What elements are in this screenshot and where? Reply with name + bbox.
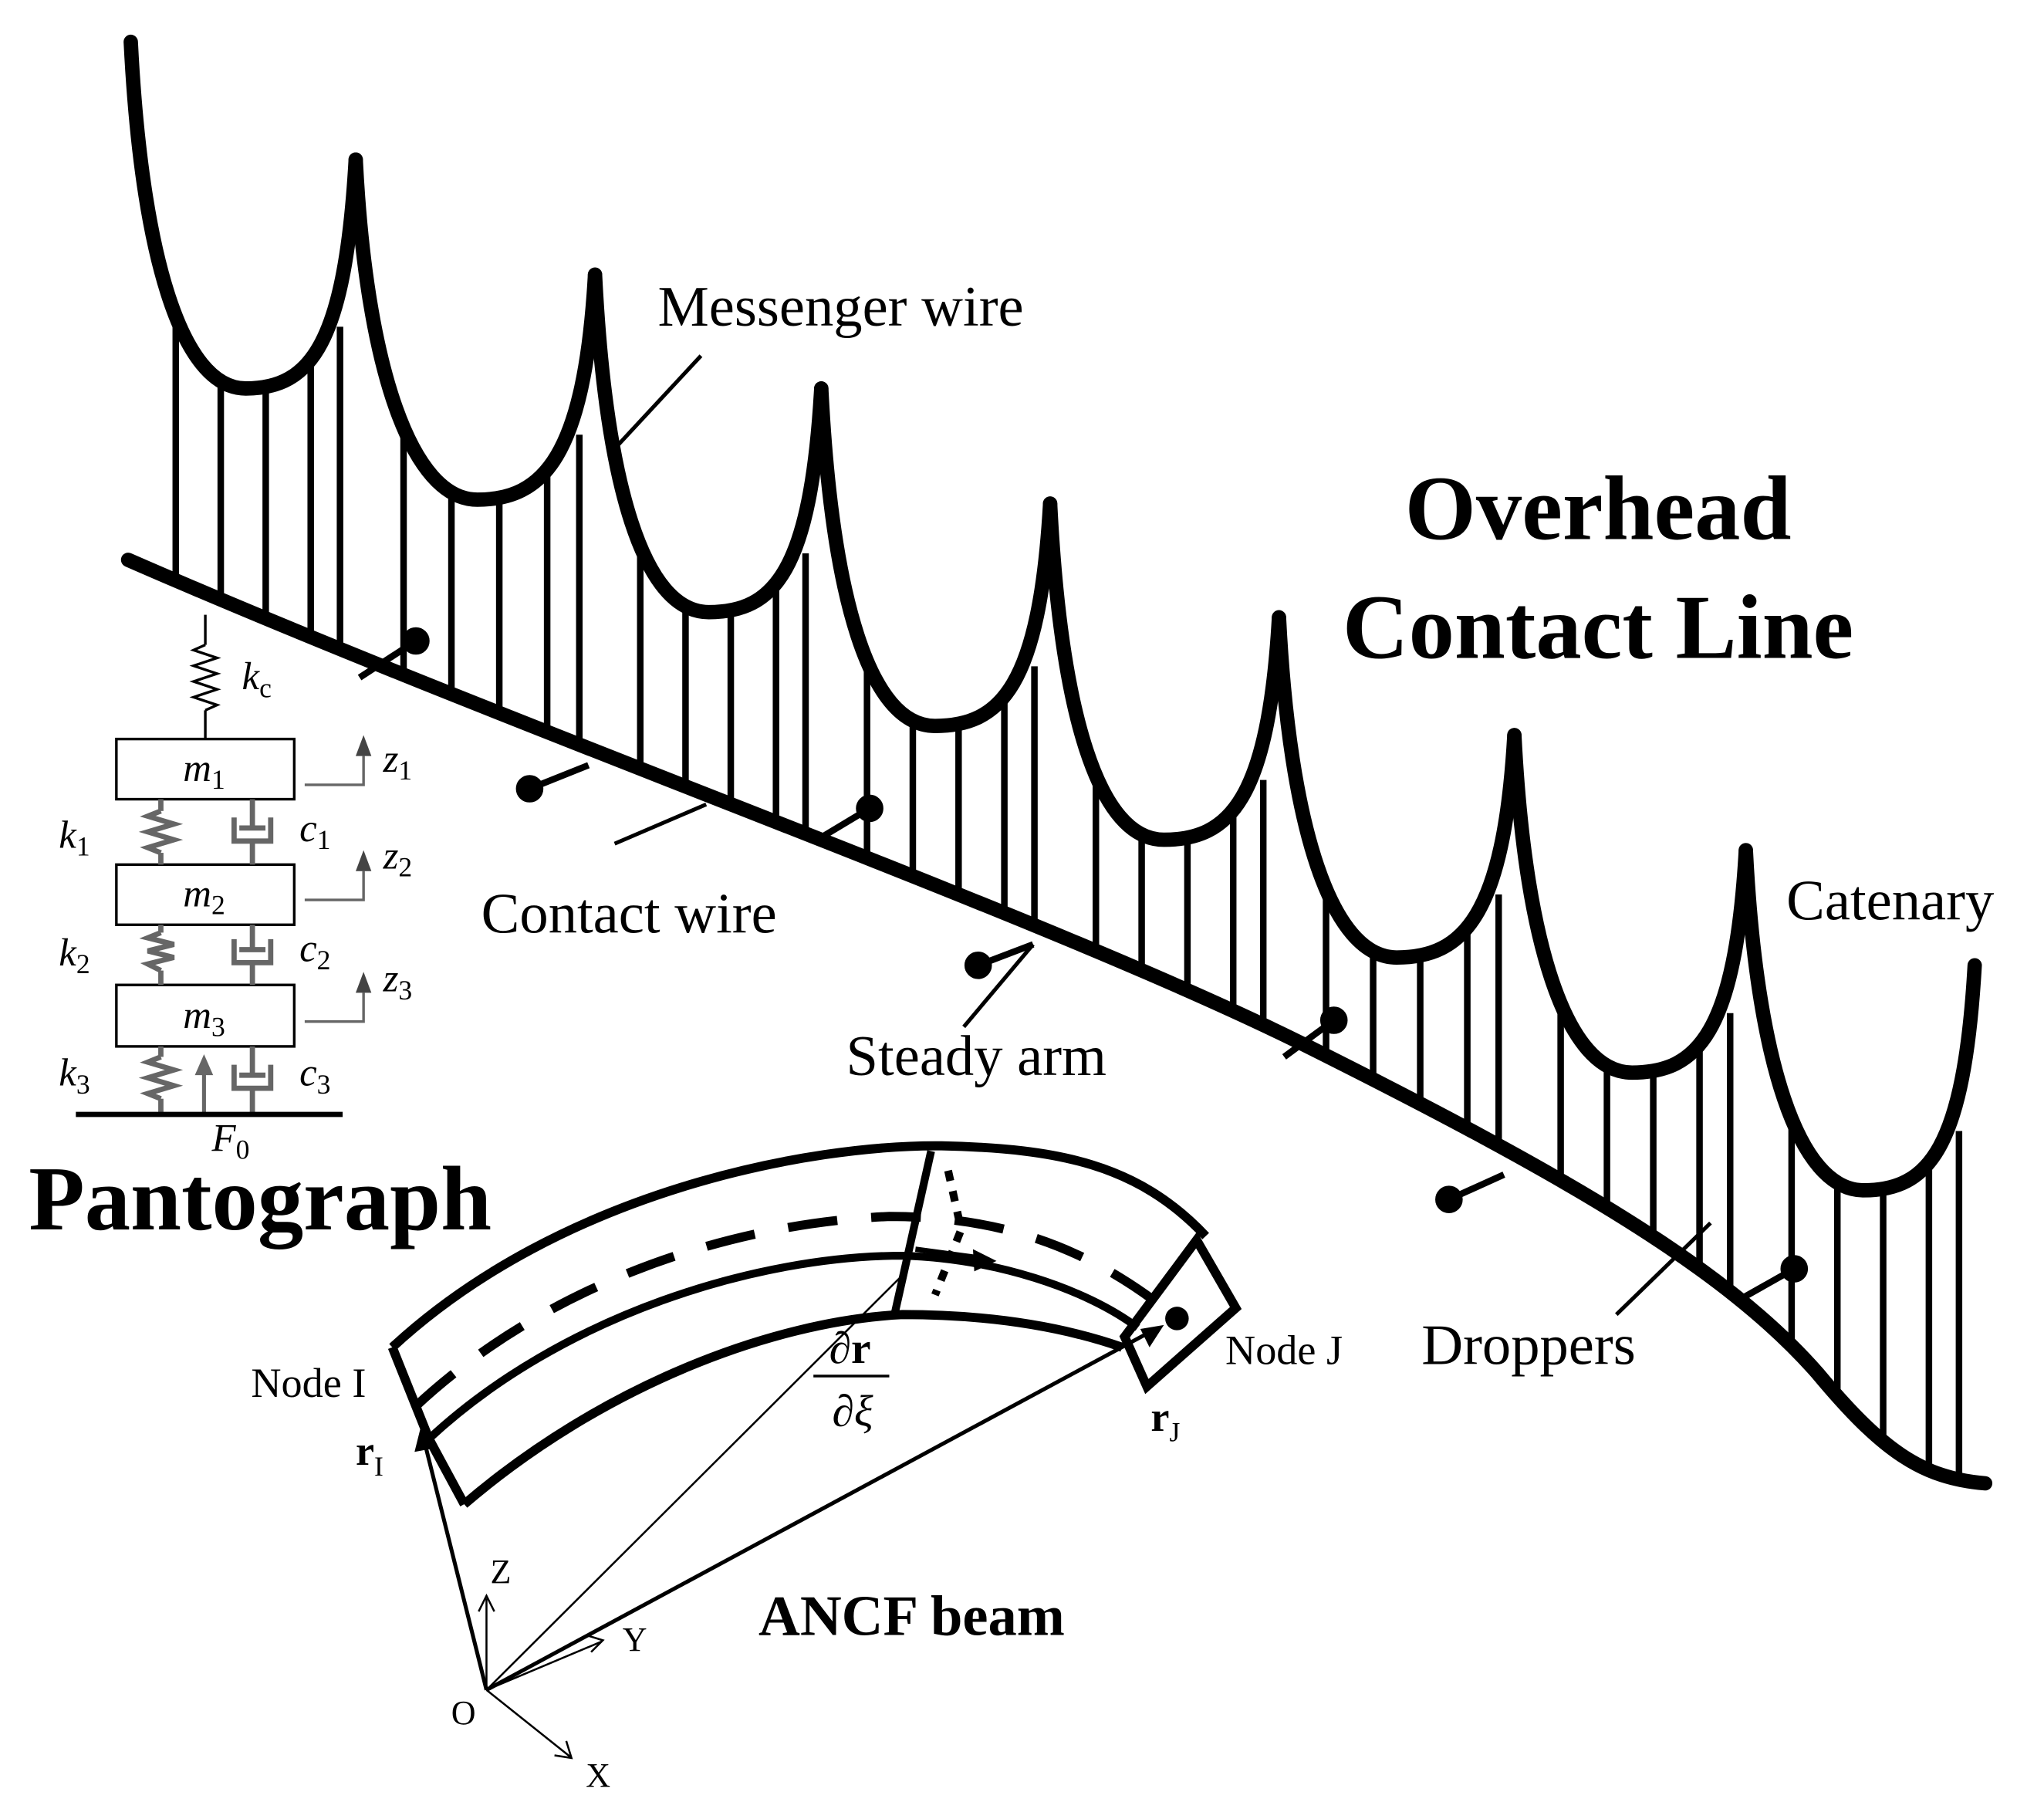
node-i-label: Node I bbox=[251, 1360, 366, 1406]
beam-centerline bbox=[412, 1212, 1181, 1410]
mass-2-box bbox=[115, 863, 296, 926]
messenger-span bbox=[587, 267, 829, 620]
steady-arm-joint bbox=[1319, 1006, 1348, 1034]
mass-3-box bbox=[115, 983, 296, 1048]
droppers-leader bbox=[1615, 1221, 1712, 1317]
messenger-span bbox=[1042, 496, 1286, 847]
messenger-wire bbox=[123, 34, 1982, 1198]
messenger-wire-label: Messenger wire bbox=[657, 276, 1023, 339]
steady-arm-label: Steady arm bbox=[846, 1025, 1106, 1088]
beam-outer-edge bbox=[389, 1141, 1209, 1351]
beam-left-end bbox=[387, 1345, 468, 1506]
z2-marker bbox=[304, 871, 365, 901]
dr-denominator: ∂ξ bbox=[832, 1387, 873, 1435]
spring-k3 bbox=[138, 1046, 184, 1115]
node-j-dot bbox=[1165, 1307, 1189, 1331]
node-j-label: Node J bbox=[1225, 1327, 1343, 1374]
steady-arms bbox=[357, 627, 1809, 1300]
beam-cross-section-dotted bbox=[931, 1169, 965, 1297]
pantograph-title: Pantograph bbox=[29, 1148, 492, 1249]
steady-arm-joint bbox=[1435, 1185, 1463, 1213]
steady-arm-joint bbox=[515, 775, 544, 803]
z1-label: z1 bbox=[383, 737, 413, 786]
messenger-span bbox=[1272, 610, 1522, 965]
messenger-span bbox=[1738, 843, 1982, 1198]
z2-label: z2 bbox=[383, 833, 413, 882]
ancf-beam-label: ANCF beam bbox=[758, 1585, 1065, 1648]
m2-label: m2 bbox=[183, 872, 225, 921]
axis-z-label: Z bbox=[491, 1553, 512, 1591]
steady-arm-joint bbox=[1780, 1255, 1809, 1283]
vector-r-i bbox=[421, 1438, 488, 1691]
damper-c2 bbox=[231, 925, 274, 986]
steady-arm-joint bbox=[964, 952, 992, 979]
damper-c3 bbox=[231, 1046, 274, 1115]
dr-numerator: ∂r bbox=[829, 1324, 871, 1373]
ancf-beam bbox=[387, 1141, 1242, 1760]
vector-to-mid bbox=[485, 1274, 904, 1691]
steady-arm-joint bbox=[856, 794, 883, 823]
axis-x-label: X bbox=[586, 1757, 610, 1794]
c1-label: c1 bbox=[299, 806, 330, 855]
steady-arm-leader bbox=[962, 943, 1035, 1029]
tangent-arrow-head bbox=[972, 1249, 997, 1272]
k1-label: k1 bbox=[59, 813, 90, 861]
steady-arm-joint bbox=[402, 627, 430, 655]
vector-r-j bbox=[485, 1330, 1152, 1692]
z1-marker bbox=[304, 756, 365, 786]
beam-cross-section bbox=[890, 1150, 935, 1316]
c3-label: c3 bbox=[299, 1051, 330, 1100]
spring-k2 bbox=[139, 925, 175, 986]
messenger-wire-leader bbox=[613, 354, 703, 451]
beam-inner-edge bbox=[461, 1310, 1124, 1508]
m3-label: m3 bbox=[183, 993, 225, 1042]
f0-label: F0 bbox=[211, 1116, 250, 1165]
kc-label: kc bbox=[242, 654, 272, 703]
contact-wire bbox=[120, 553, 1993, 1491]
spring-k1 bbox=[138, 799, 184, 865]
droppers bbox=[172, 317, 1963, 1479]
c2-label: c2 bbox=[299, 927, 330, 976]
catenary-system: Messenger wire Contact wire Steady arm D… bbox=[120, 34, 1994, 1491]
k2-label: k2 bbox=[59, 931, 90, 979]
messenger-span bbox=[1507, 728, 1753, 1080]
origin-label: O bbox=[451, 1694, 476, 1732]
mass-1-box bbox=[115, 737, 296, 801]
k3-label: k3 bbox=[59, 1051, 90, 1100]
messenger-span bbox=[814, 381, 1058, 733]
messenger-span bbox=[348, 152, 603, 507]
m1-label: m1 bbox=[183, 746, 225, 795]
tangent-arrow bbox=[914, 1246, 984, 1261]
r-j-label: rJ bbox=[1150, 1394, 1180, 1448]
catenary-label: Catenary bbox=[1786, 869, 1994, 932]
pantograph-model: kc m1 m2 m3 k1 k2 k3 c1 c2 c3 z1 z2 z3 F… bbox=[29, 614, 492, 1249]
ocl-title-line2: Contact Line bbox=[1343, 577, 1853, 678]
damper-c1 bbox=[231, 799, 274, 865]
beam-right-end bbox=[1119, 1231, 1242, 1395]
contact-wire-leader bbox=[613, 803, 708, 846]
droppers-label: Droppers bbox=[1421, 1314, 1635, 1378]
axis-y-label: Y bbox=[623, 1621, 647, 1659]
z3-label: z3 bbox=[383, 957, 413, 1006]
r-i-label: rI bbox=[356, 1428, 383, 1482]
ocl-title-line1: Overhead bbox=[1405, 457, 1792, 559]
z3-marker bbox=[304, 992, 365, 1023]
messenger-span bbox=[123, 34, 363, 396]
contact-wire-label: Contact wire bbox=[481, 882, 777, 945]
beam-middle-edge bbox=[426, 1251, 1140, 1442]
kc-spring bbox=[189, 644, 221, 712]
coordinate-axes bbox=[478, 1593, 605, 1760]
